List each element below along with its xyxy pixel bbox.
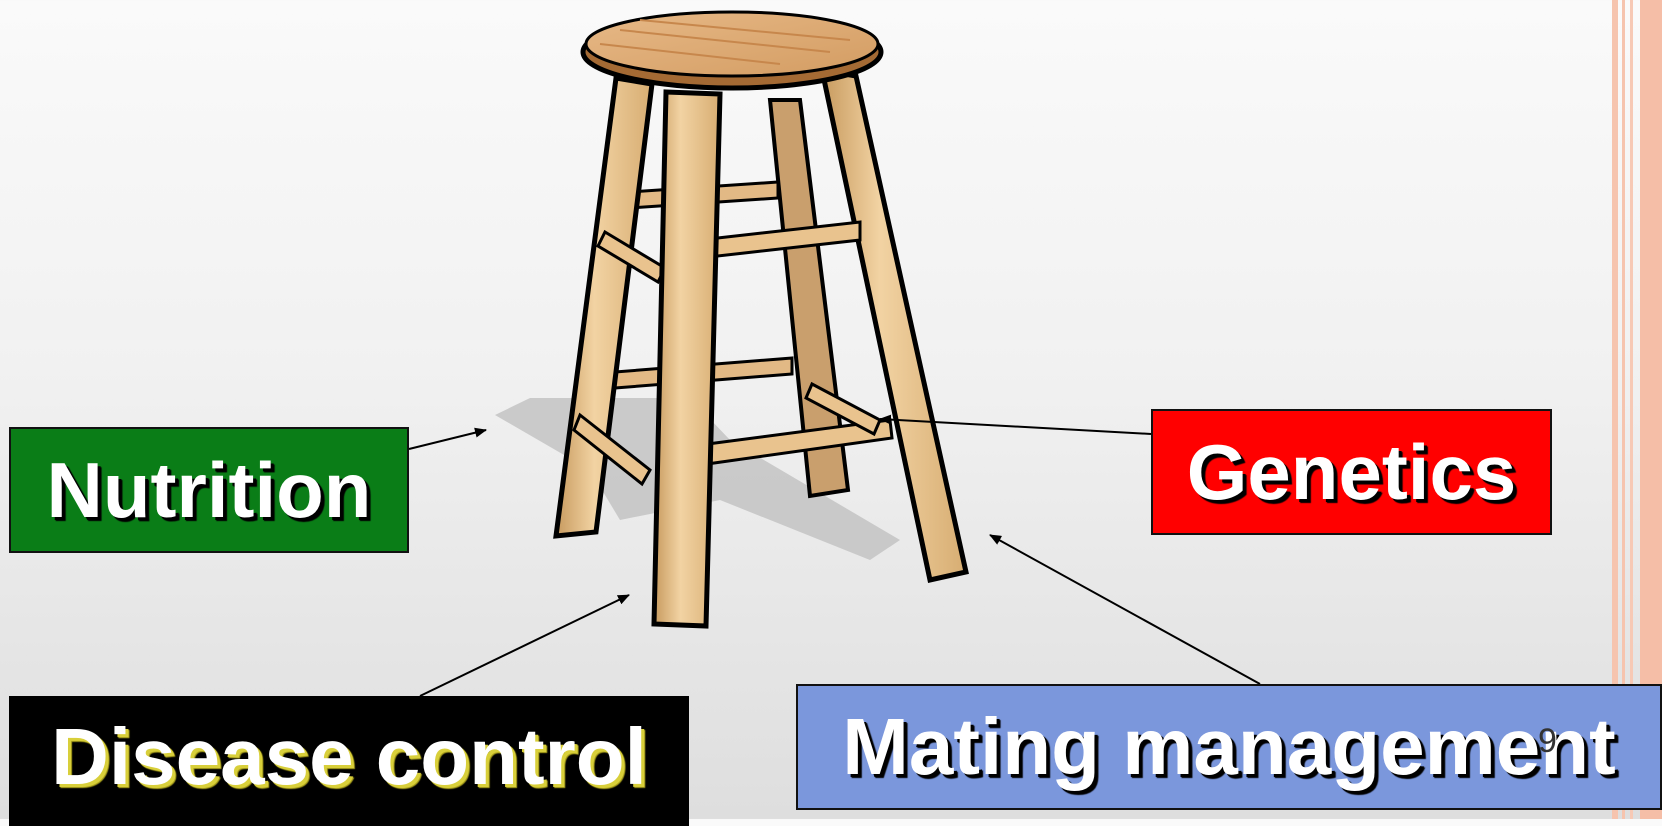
wooden-stool-icon [495, 12, 966, 626]
mating-management-label: Mating management [796, 684, 1662, 810]
slide-number: 9 [1538, 722, 1557, 761]
nutrition-label: Nutrition [9, 427, 409, 553]
arrow-mating [990, 535, 1260, 684]
genetics-label: Genetics [1151, 409, 1552, 535]
arrow-nutrition [409, 430, 486, 449]
arrow-disease [420, 595, 629, 696]
disease-control-label: Disease control [9, 696, 689, 826]
